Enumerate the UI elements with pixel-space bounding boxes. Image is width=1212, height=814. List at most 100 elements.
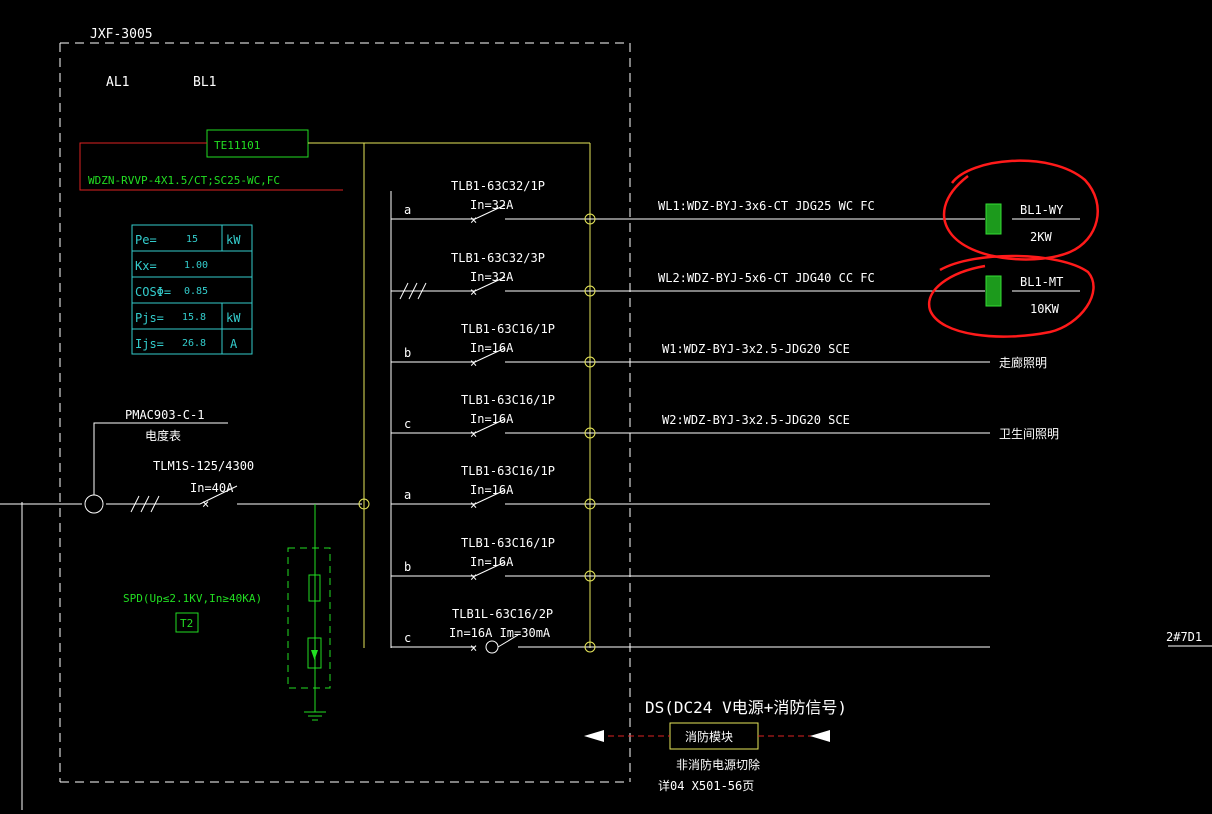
- circuit-phase: b: [404, 560, 411, 574]
- circuit-cable-spec: W1:WDZ-BYJ-3x2.5-JDG20 SCE: [662, 342, 850, 356]
- load-row-name: Pe=: [135, 233, 157, 247]
- circuit-breaker-model: TLB1-63C16/1P: [461, 393, 555, 407]
- breaker-blade: [474, 347, 506, 363]
- circuit-breaker-rating: In=32A: [470, 270, 514, 284]
- load-row-value: 15: [186, 234, 198, 245]
- arrow-left-icon: [810, 730, 830, 742]
- fire-module-label: 消防模块: [685, 729, 733, 744]
- circuit-cable-spec: WL2:WDZ-BYJ-5x6-CT JDG40 CC FC: [658, 271, 875, 285]
- load-name: BL1-MT: [1020, 275, 1063, 289]
- circuit-breaker-rating: In=16A: [470, 341, 514, 355]
- circuit-breaker-model: TLB1L-63C16/2P: [452, 607, 553, 621]
- circuit-phase: c: [404, 631, 411, 645]
- load-row-value: 26.8: [182, 338, 206, 349]
- load-name: 走廊照明: [999, 355, 1047, 370]
- load-power: 10KW: [1030, 302, 1060, 316]
- circuit-cable-spec: WL1:WDZ-BYJ-3x6-CT JDG25 WC FC: [658, 199, 875, 213]
- circuit-phase: a: [404, 488, 411, 502]
- circuit-cable-spec: W2:WDZ-BYJ-3x2.5-JDG20 SCE: [662, 413, 850, 427]
- breaker-blade: [474, 561, 506, 577]
- main-breaker-model: TLM1S-125/4300: [153, 459, 254, 473]
- markup-circle-2: [927, 254, 1095, 338]
- bus-node: [584, 641, 596, 653]
- meter-label: 电度表: [145, 428, 181, 443]
- breaker-x-icon: ×: [470, 285, 477, 299]
- circuit-breaker-rating: In=16A: [470, 483, 514, 497]
- three-phase-tick: [408, 282, 418, 300]
- breaker-x-icon: ×: [470, 427, 477, 441]
- load-row-value: 15.8: [182, 312, 206, 323]
- circuit-phase: b: [404, 346, 411, 360]
- circuit-breaker-rating: In=16A: [470, 555, 514, 569]
- load-name: 卫生间照明: [999, 427, 1059, 441]
- three-phase-tick: [399, 282, 409, 300]
- rcd-icon: [485, 640, 499, 654]
- three-phase-tick: [417, 282, 427, 300]
- incoming-feeder: [0, 485, 362, 810]
- markup-circle-1: [942, 159, 1099, 261]
- load-row-value: 0.85: [184, 286, 208, 297]
- breaker-x-icon: ×: [470, 641, 477, 655]
- circuit-phase: c: [404, 417, 411, 431]
- bus-node: [584, 427, 596, 439]
- fire-module-title: DS(DC24 V电源+消防信号): [645, 698, 847, 717]
- load-row-unit: A: [230, 337, 238, 351]
- load-power: 2KW: [1030, 230, 1052, 244]
- circuit-breaker-model: TLB1-63C32/1P: [451, 179, 545, 193]
- bus-node: [584, 498, 596, 510]
- meter-model: PMAC903-C-1: [125, 408, 204, 422]
- incoming-reference: 2#7D1: [1166, 630, 1202, 644]
- cabinet-label-bl1: BL1: [193, 75, 216, 90]
- breaker-x-icon: ×: [470, 356, 477, 370]
- circuit-breaker-model: TLB1-63C32/3P: [451, 251, 545, 265]
- arrow-left-icon: [584, 730, 604, 742]
- bus-node: [584, 285, 596, 297]
- circuit-breaker-model: TLB1-63C16/1P: [461, 536, 555, 550]
- load-row-unit: kW: [226, 311, 241, 325]
- breaker-x-icon: ×: [470, 213, 477, 227]
- energy-meter-ct: [84, 494, 104, 514]
- load-table: Pe= 15 kW Kx= 1.00 COSΦ= 0.85 Pjs= 15.8 …: [131, 224, 253, 355]
- circuit-breaker-model: TLB1-63C16/1P: [461, 464, 555, 478]
- load-row-unit: kW: [226, 233, 241, 247]
- breaker-x-icon: ×: [470, 570, 477, 584]
- fire-module-note: 非消防电源切除: [676, 757, 760, 772]
- cabinet-boundary: [59, 42, 631, 783]
- load-row-name: Pjs=: [135, 311, 164, 325]
- load-row-value: 1.00: [184, 260, 208, 271]
- breaker-x-icon: ×: [470, 498, 477, 512]
- cabinet-name: JXF-3005: [90, 27, 153, 42]
- spd-class: T2: [180, 617, 193, 630]
- meter-box-cable-spec: WDZN-RVVP-4X1.5/CT;SC25-WC,FC: [88, 174, 280, 187]
- breaker-blade: [497, 634, 519, 648]
- breaker-blade: [474, 276, 506, 292]
- main-breaker-rating: In=40A: [190, 481, 234, 495]
- spd-class-box: [175, 612, 199, 633]
- circuit-phase: a: [404, 203, 411, 217]
- breaker-blade: [474, 489, 506, 505]
- fire-module-reference: 详04 X501-56页: [658, 778, 754, 793]
- circuit-breaker-rating: In=16A Im=30mA: [449, 626, 551, 640]
- spd-label: SPD(Up≤2.1KV,In≥40KA): [123, 592, 262, 605]
- load-row-name: Kx=: [135, 259, 157, 273]
- circuit-breaker-rating: In=32A: [470, 198, 514, 212]
- load-panel-icon: [985, 275, 1002, 307]
- bus-node: [358, 498, 370, 510]
- load-name: BL1-WY: [1020, 203, 1064, 217]
- load-row-name: Ijs=: [135, 337, 164, 351]
- spd-branch: [287, 504, 331, 721]
- load-panel-icon: [985, 203, 1002, 235]
- cabinet-label-al1: AL1: [106, 75, 129, 90]
- meter-box-cable-line: [79, 142, 343, 191]
- circuits: × a TLB1-63C32/1P In=32A WL1:WDZ-BYJ-3x6-CT …: [391, 179, 1080, 655]
- circuit-breaker-model: TLB1-63C16/1P: [461, 322, 555, 336]
- bus-node: [584, 356, 596, 368]
- breaker-blade: [474, 418, 506, 434]
- meter-box-code: TE11101: [214, 139, 260, 152]
- circuit-breaker-rating: In=16A: [470, 412, 514, 426]
- breaker-blade: [474, 204, 506, 220]
- bus-node: [584, 570, 596, 582]
- main-breaker-x-mark: ×: [202, 497, 209, 511]
- bus-node: [584, 213, 596, 225]
- load-row-name: COSΦ=: [135, 285, 171, 299]
